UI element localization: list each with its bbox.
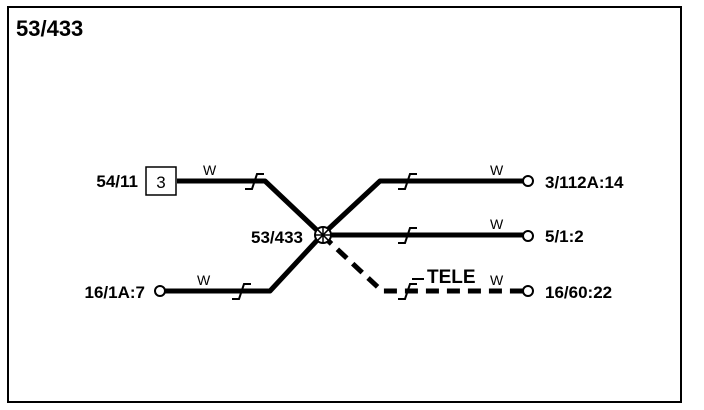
connector-terminal: [522, 285, 534, 297]
connector-label-right-2: 5/1:2: [545, 227, 584, 246]
tele-tag: TELE: [427, 267, 476, 288]
splice-mark: [232, 283, 251, 300]
wire-label: W: [490, 272, 504, 288]
hub-label: 53/433: [251, 228, 303, 247]
wire-label: W: [490, 162, 504, 178]
connector-label-left-2: 16/1A:7: [85, 283, 145, 302]
connector-terminal: [522, 175, 534, 187]
splice-mark: [398, 227, 417, 244]
splice-mark: [398, 173, 417, 190]
diagram-title: 53/433: [16, 16, 83, 41]
wire-right-3: TELE W: [320, 233, 534, 300]
connector-box-number: 3: [156, 173, 165, 192]
wire-label: W: [203, 162, 217, 178]
connector-terminal: [522, 230, 534, 242]
wire-label: W: [197, 272, 211, 288]
wire-label: W: [490, 216, 504, 232]
diagram-frame: [7, 6, 682, 403]
connector-label-right-1: 3/112A:14: [545, 173, 624, 192]
splice-mark: [245, 173, 264, 190]
wire-right-2: W: [322, 216, 534, 244]
wire-left-2: W: [154, 233, 324, 300]
wire-right-1: W: [320, 162, 534, 237]
splice-mark: [398, 283, 417, 300]
connector-label-left-1: 54/11: [96, 172, 138, 191]
wire-left-1: W: [177, 162, 324, 237]
connector-box: 3: [145, 166, 177, 196]
connector-label-right-3: 16/60:22: [545, 283, 612, 302]
splice-hub: [314, 226, 332, 244]
connector-terminal: [154, 285, 166, 297]
